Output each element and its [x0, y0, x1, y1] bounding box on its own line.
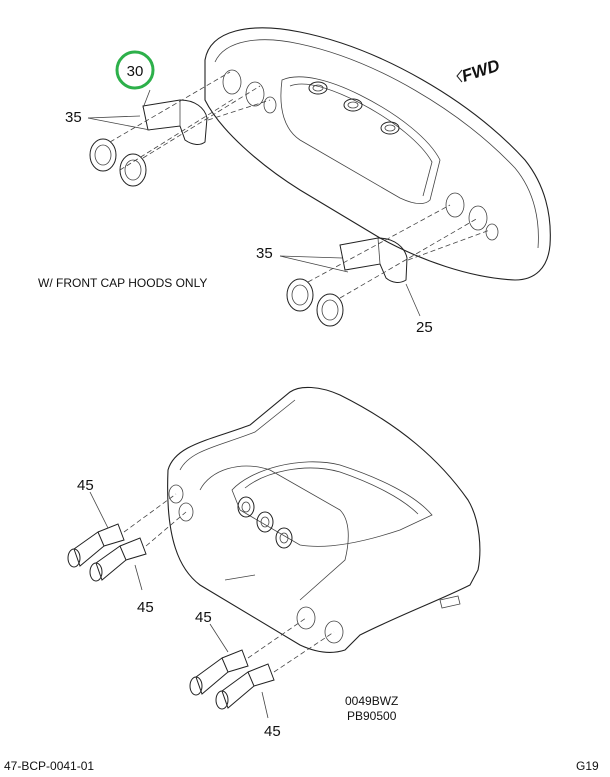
callout-45-b: 45 — [137, 599, 154, 616]
left-lamp-group-top — [87, 71, 271, 187]
right-lamp-group-bottom — [189, 617, 335, 719]
note-front-cap-hoods: W/ FRONT CAP HOODS ONLY — [38, 276, 207, 290]
highlight-circle — [115, 50, 155, 90]
front-cap-assembly — [167, 386, 481, 654]
right-lamp-group-top — [279, 204, 491, 327]
callout-35-mid: 35 — [256, 245, 273, 262]
callout-35-top: 35 — [65, 109, 82, 126]
callout-25: 25 — [416, 319, 433, 336]
fwd-label: FWD — [459, 56, 502, 86]
drawing-code-1: 0049BWZ — [345, 694, 398, 708]
callout-45-a: 45 — [77, 477, 94, 494]
callout-30: 30 — [127, 63, 144, 80]
part-number: 47-BCP-0041-01 — [4, 759, 94, 773]
page-ref: G19 — [576, 759, 599, 773]
front-cap-hood-assembly: FWD — [204, 27, 551, 281]
left-lamp-group-bottom — [67, 491, 187, 591]
drawing-code-2: PB90500 — [347, 709, 397, 723]
callout-45-c: 45 — [195, 609, 212, 626]
callout-45-d: 45 — [264, 723, 281, 740]
